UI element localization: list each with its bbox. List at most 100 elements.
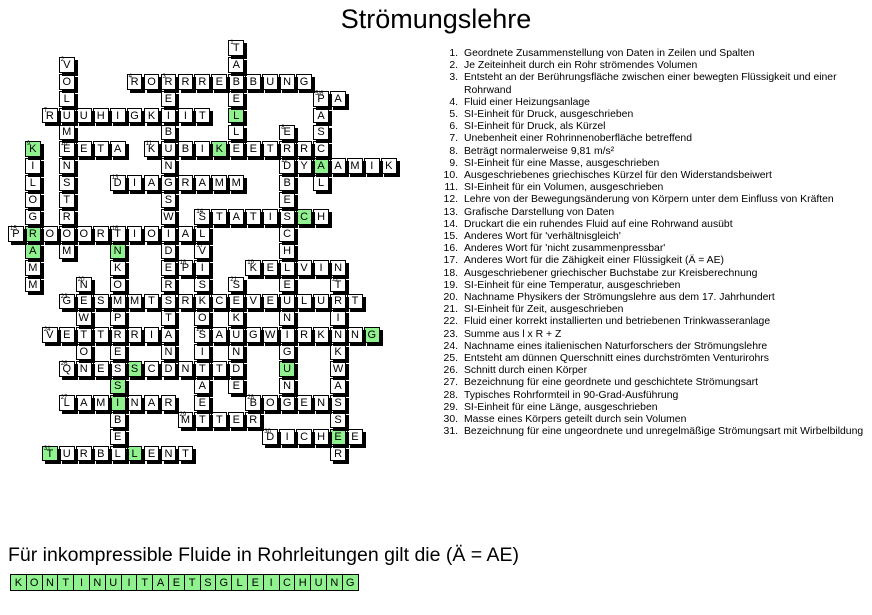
grid-cell[interactable]: G	[245, 327, 262, 344]
grid-cell[interactable]: A	[194, 378, 211, 394]
grid-cell[interactable]: O	[143, 225, 160, 242]
grid-cell[interactable]: T	[58, 192, 75, 208]
grid-cell[interactable]: M	[211, 175, 228, 192]
solution-cell[interactable]: I	[73, 574, 90, 591]
grid-cell[interactable]: E	[228, 293, 245, 310]
grid-cell[interactable]: K	[211, 141, 228, 158]
grid-cell[interactable]: E	[211, 73, 228, 90]
grid-cell[interactable]: I	[262, 209, 279, 225]
grid-cell[interactable]: N	[330, 259, 346, 276]
grid-cell[interactable]: L	[228, 124, 245, 141]
grid-cell[interactable]: M	[228, 175, 245, 192]
grid-cell[interactable]: R	[177, 73, 194, 90]
solution-cell[interactable]: H	[294, 574, 312, 591]
grid-cell[interactable]: E	[296, 394, 312, 411]
grid-cell[interactable]: I	[194, 259, 211, 276]
grid-cell[interactable]: E	[228, 378, 245, 394]
grid-cell[interactable]: S	[330, 411, 346, 428]
grid-cell[interactable]: N	[347, 327, 363, 344]
grid-cell[interactable]: N	[228, 344, 245, 361]
grid-cell[interactable]: T	[160, 310, 177, 327]
grid-cell[interactable]: N	[58, 158, 75, 175]
grid-cell[interactable]: T	[143, 293, 160, 310]
grid-cell[interactable]: U	[279, 293, 296, 310]
grid-cell[interactable]: L	[126, 445, 143, 462]
grid-cell[interactable]: I	[109, 394, 126, 411]
grid-cell[interactable]: U	[58, 445, 75, 462]
grid-cell[interactable]: E	[143, 445, 160, 462]
grid-cell[interactable]: A	[24, 242, 41, 259]
grid-cell[interactable]: E	[330, 428, 346, 445]
grid-cell[interactable]: E	[262, 293, 279, 310]
grid-cell[interactable]: M	[109, 293, 126, 310]
grid-cell[interactable]: E	[75, 141, 92, 158]
grid-cell[interactable]: P	[109, 310, 126, 327]
grid-cell[interactable]: I	[363, 158, 380, 175]
grid-cell[interactable]: S	[279, 209, 296, 225]
grid-cell[interactable]: T	[194, 107, 211, 124]
grid-cell[interactable]: O	[41, 225, 58, 242]
grid-cell[interactable]: O	[194, 310, 211, 327]
grid-cell[interactable]: I	[313, 259, 329, 276]
grid-cell[interactable]: D	[228, 361, 245, 377]
grid-cell[interactable]: E	[58, 327, 75, 344]
grid-cell[interactable]: L	[109, 445, 126, 462]
grid-cell[interactable]: I	[194, 344, 211, 361]
grid-cell[interactable]: G	[24, 209, 41, 225]
grid-cell[interactable]: U	[262, 73, 279, 90]
grid-cell[interactable]: E	[160, 90, 177, 107]
grid-cell[interactable]: M	[347, 158, 363, 175]
grid-cell[interactable]: R	[75, 445, 92, 462]
grid-cell[interactable]: G	[279, 344, 296, 361]
grid-cell[interactable]: E	[194, 394, 211, 411]
grid-cell[interactable]: A	[75, 394, 92, 411]
grid-cell[interactable]: R	[160, 394, 177, 411]
grid-cell[interactable]: H	[92, 107, 109, 124]
grid-cell[interactable]: O	[24, 192, 41, 208]
grid-cell[interactable]: N	[109, 242, 126, 259]
grid-cell[interactable]: R	[245, 411, 262, 428]
grid-cell[interactable]: V	[296, 259, 312, 276]
grid-cell[interactable]: S	[330, 394, 346, 411]
solution-cell[interactable]: N	[41, 574, 59, 591]
grid-cell[interactable]: L	[24, 175, 41, 192]
grid-cell[interactable]: W	[330, 361, 346, 377]
grid-cell[interactable]: M	[24, 276, 41, 293]
grid-cell[interactable]: I	[24, 158, 41, 175]
grid-cell[interactable]: K	[330, 344, 346, 361]
grid-cell[interactable]: C	[296, 428, 312, 445]
grid-cell[interactable]: E	[228, 141, 245, 158]
grid-cell[interactable]: A	[313, 158, 329, 175]
grid-cell[interactable]: C	[279, 225, 296, 242]
grid-cell[interactable]: S	[160, 192, 177, 208]
grid-cell[interactable]: G	[296, 73, 312, 90]
grid-cell[interactable]: I	[160, 225, 177, 242]
grid-cell[interactable]: M	[24, 259, 41, 276]
grid-cell[interactable]: I	[177, 107, 194, 124]
grid-cell[interactable]: I	[279, 428, 296, 445]
grid-cell[interactable]: E	[279, 192, 296, 208]
grid-cell[interactable]: S	[194, 276, 211, 293]
grid-cell[interactable]: B	[160, 124, 177, 141]
grid-cell[interactable]: K	[143, 107, 160, 124]
grid-cell[interactable]: A	[330, 158, 346, 175]
grid-cell[interactable]: R	[330, 293, 346, 310]
grid-cell[interactable]: G	[363, 327, 380, 344]
grid-cell[interactable]: E	[228, 411, 245, 428]
grid-cell[interactable]: D	[160, 242, 177, 259]
grid-cell[interactable]: T	[177, 445, 194, 462]
grid-cell[interactable]: G	[279, 394, 296, 411]
grid-cell[interactable]: B	[245, 73, 262, 90]
grid-cell[interactable]: W	[262, 327, 279, 344]
